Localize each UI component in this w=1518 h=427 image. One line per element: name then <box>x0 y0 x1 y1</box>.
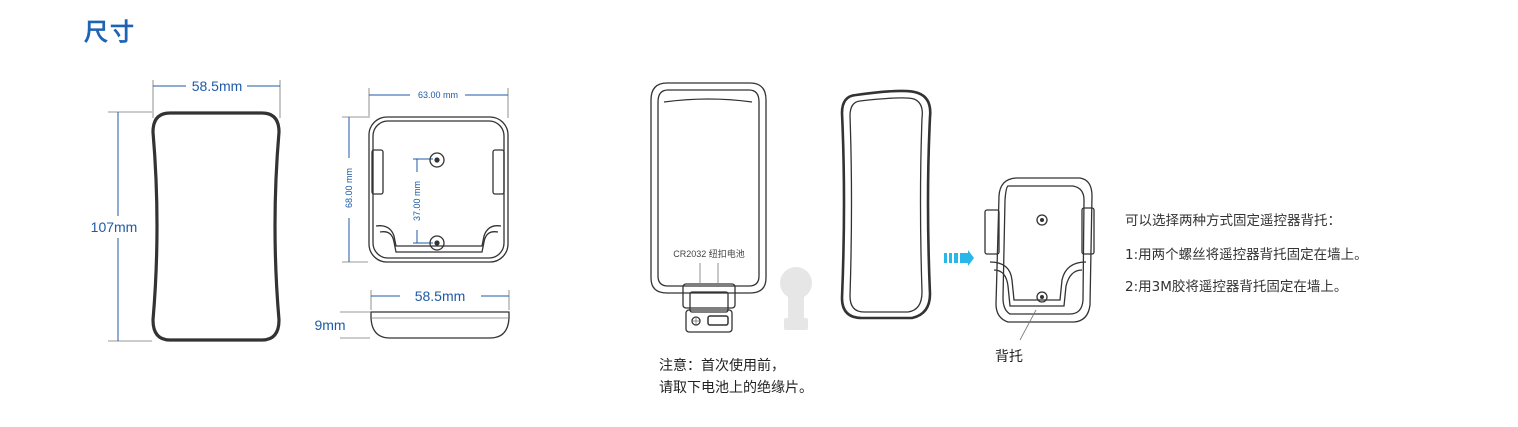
remote-back-battery-view: CR2032 纽扣电池 注意：首次使用前， 请取下电池上的绝缘片。 <box>650 82 813 396</box>
battery-icon <box>682 283 736 333</box>
side-thickness-label: 9mm <box>314 317 345 333</box>
hole-spacing-label: 37.00 mm <box>412 181 422 221</box>
battery-label: CR2032 纽扣电池 <box>673 248 745 259</box>
arrow-right-icon <box>944 250 974 266</box>
bracket-label: 背托 <box>995 349 1023 365</box>
mount-instructions: 可以选择两种方式固定遥控器背托： 1:用两个螺丝将遥控器背托固定在墙上。 2:用… <box>1125 213 1368 295</box>
front-height-label: 107mm <box>91 219 138 235</box>
screw-hole-icon <box>429 235 445 251</box>
bracket-outline <box>368 116 509 263</box>
remote-side-view: 58.5mm 9mm <box>314 288 510 339</box>
screw-hole-icon <box>429 152 445 168</box>
front-width-label: 58.5mm <box>192 78 243 94</box>
pin-icon <box>780 267 812 330</box>
mount-method-2: 2:用3M胶将遥控器背托固定在墙上。 <box>1125 278 1347 295</box>
mount-heading: 可以选择两种方式固定遥控器背托： <box>1125 213 1341 229</box>
battery-note-line1: 注意：首次使用前， <box>659 357 785 374</box>
bracket-angled-view: 背托 <box>984 177 1095 365</box>
side-width-label: 58.5mm <box>415 288 466 304</box>
remote-body-outline <box>151 111 281 342</box>
side-profile-outline <box>370 311 510 339</box>
bracket-width-label: 63.00 mm <box>418 90 458 100</box>
remote-front-view: 58.5mm 107mm <box>91 78 281 342</box>
battery-note-line2: 请取下电池上的绝缘片。 <box>659 380 813 396</box>
page-title: 尺寸 <box>84 18 136 46</box>
mount-method-1: 1:用两个螺丝将遥控器背托固定在墙上。 <box>1125 247 1368 263</box>
remote-angled-view <box>840 89 932 320</box>
bracket-back-view: 63.00 mm 68.00 mm 37.00 mm <box>342 88 509 263</box>
bracket-height-label: 68.00 mm <box>344 168 354 208</box>
